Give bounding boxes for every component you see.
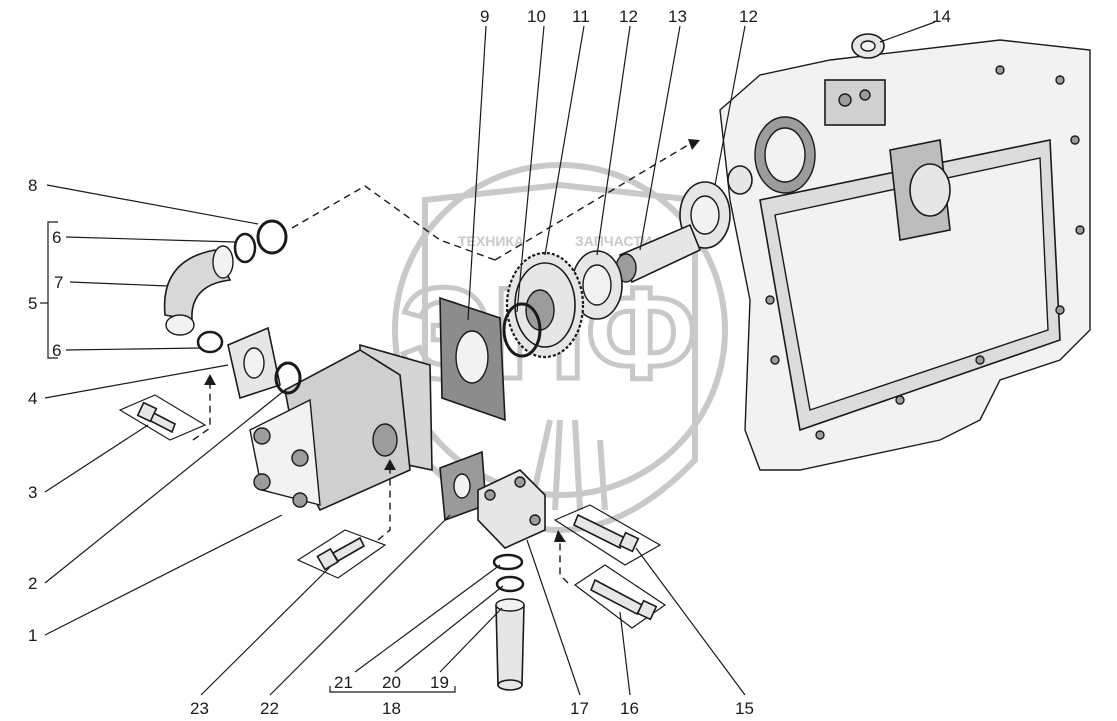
part-2-oring	[274, 361, 302, 395]
part-20-ring	[495, 575, 525, 593]
part-9-gasket	[439, 296, 506, 422]
label-23: 23	[190, 699, 209, 718]
label-22: 22	[260, 699, 279, 718]
bracket-18	[329, 686, 456, 693]
part-21-oring	[492, 553, 524, 571]
housing-bolts	[765, 65, 1085, 440]
label-9: 9	[480, 7, 489, 26]
label-4: 4	[28, 389, 37, 408]
part-12-bearing-left	[571, 250, 623, 320]
part-17-fitting	[477, 469, 546, 549]
label-15: 15	[735, 699, 754, 718]
part-1-pump	[249, 343, 433, 512]
part-6-oring-top	[233, 232, 257, 264]
part-4-flange	[227, 326, 281, 400]
label-6-top: 6	[52, 228, 61, 247]
part-16-bolt	[573, 564, 667, 629]
watermark-text-left: ТЕХНИКА	[458, 233, 524, 249]
label-12-left: 12	[619, 7, 638, 26]
label-19: 19	[430, 673, 449, 692]
label-11: 11	[572, 7, 590, 26]
leader-lines	[44, 21, 936, 696]
label-18: 18	[382, 699, 401, 718]
label-6-bottom: 6	[52, 341, 61, 360]
part-15-bolt	[553, 504, 662, 566]
part-19-tube	[495, 598, 525, 691]
part-3-bolt	[118, 394, 207, 441]
callout-labels: 1 2 3 4 5 6 6 7 8 9 10 11 12 13 12 14 15…	[28, 7, 951, 718]
wheat-icon	[527, 419, 608, 511]
label-10: 10	[527, 7, 546, 26]
group-brackets	[40, 221, 456, 693]
label-1: 1	[28, 626, 37, 645]
bracket-5	[47, 221, 58, 359]
label-21: 21	[334, 673, 353, 692]
label-14: 14	[932, 7, 951, 26]
label-12-right: 12	[739, 7, 758, 26]
label-20: 20	[382, 673, 401, 692]
label-8: 8	[28, 176, 37, 195]
label-7: 7	[54, 273, 63, 292]
part-22-gasket	[439, 450, 487, 522]
part-10-ring	[502, 302, 542, 358]
part-7-elbow-hose	[163, 245, 234, 336]
label-3: 3	[28, 483, 37, 502]
assembly-paths	[192, 139, 700, 584]
label-16: 16	[620, 699, 639, 718]
part-13-shaft	[615, 223, 702, 284]
gearbox-housing	[719, 39, 1091, 471]
label-17: 17	[570, 699, 589, 718]
part-8-oring	[256, 219, 288, 255]
label-2: 2	[28, 574, 37, 593]
part-11-gear	[505, 251, 585, 359]
watermark-text-right: ЗАПЧАСТИ	[575, 233, 652, 249]
part-14-washer	[851, 33, 885, 59]
label-13: 13	[668, 7, 687, 26]
part-6-oring-bottom	[196, 330, 224, 354]
part-23-bolt	[296, 529, 387, 579]
label-5: 5	[28, 294, 37, 313]
